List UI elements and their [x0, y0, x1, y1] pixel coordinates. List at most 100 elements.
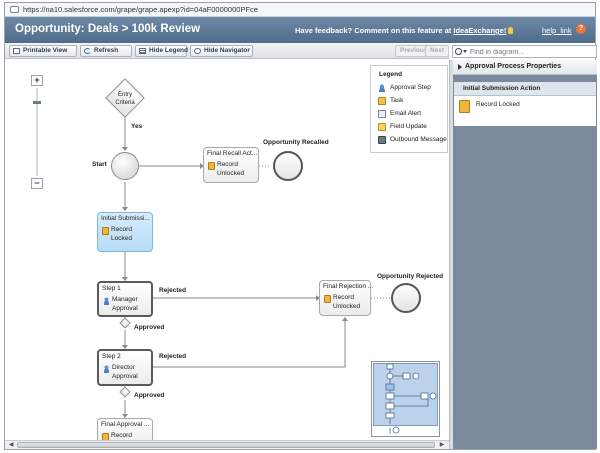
section-title: Initial Submission Action	[463, 85, 541, 92]
node-title: Step 2	[102, 353, 121, 360]
hide-legend-button[interactable]: Hide Legend	[135, 45, 189, 57]
diagram-search[interactable]	[452, 45, 597, 58]
legend-icon	[139, 48, 146, 54]
properties-header[interactable]: Approval Process Properties	[453, 60, 597, 75]
person-icon	[378, 84, 386, 92]
legend-panel: Legend Approval Step Task Email Alert Fi…	[370, 65, 448, 153]
node-action: Record Unlocked	[333, 294, 361, 310]
rejected-label-1: Rejected	[159, 287, 187, 294]
diagram-canvas[interactable]: + − Entry Criteria Yes Start Final Recal…	[5, 60, 449, 440]
lock-icon	[102, 227, 109, 235]
legend-item: Approval Step	[378, 84, 431, 92]
node-title: Final Recall Act...	[207, 150, 258, 157]
chevron-down-icon[interactable]	[463, 50, 467, 53]
refresh-label: Refresh	[94, 47, 119, 54]
next-button[interactable]: Next	[425, 45, 450, 57]
panel-splitter[interactable]	[449, 60, 453, 449]
zoom-control: + −	[31, 75, 43, 191]
scroll-right-icon[interactable]: ▶	[439, 442, 445, 448]
node-action: Record Locked	[111, 226, 132, 242]
task-icon	[378, 97, 386, 105]
approved-label-2: Approved	[134, 392, 165, 399]
lock-icon	[459, 100, 470, 113]
person-icon	[103, 365, 110, 373]
title-bar: Opportunity: Deals > 100k Review Have fe…	[5, 17, 595, 43]
url-text[interactable]: https://na10.salesforce.com/grape/grape.…	[23, 5, 258, 14]
node-action: Director Approval	[112, 364, 138, 380]
legend-item-label: Approval Step	[390, 84, 431, 91]
zoom-slider-track[interactable]	[36, 88, 38, 176]
legend-item-label: Field Update	[390, 123, 427, 130]
action-item-label: Record Locked	[476, 101, 520, 108]
start-label: Start	[92, 161, 107, 168]
lock-icon	[208, 162, 215, 170]
help-link[interactable]: help_link	[542, 26, 572, 35]
zoom-slider-handle[interactable]	[33, 100, 41, 104]
legend-item-label: Email Alert	[390, 110, 422, 117]
properties-title: Approval Process Properties	[465, 63, 562, 70]
approved-label-1: Approved	[134, 324, 165, 331]
legend-item-label: Task	[390, 97, 404, 104]
rejected-label-2: Rejected	[159, 353, 187, 360]
legend-title: Legend	[379, 71, 403, 78]
printable-view-button[interactable]: Printable View	[9, 45, 77, 57]
step-2-node[interactable]: Step 2 Director Approval	[97, 349, 153, 386]
help-icon[interactable]: ?	[576, 24, 586, 34]
lock-icon	[102, 433, 109, 440]
opportunity-rejected-label: Opportunity Rejected	[377, 273, 444, 280]
node-title: Final Rejection ...	[323, 283, 374, 290]
search-input[interactable]	[470, 47, 594, 57]
section-body: Record Locked	[454, 96, 596, 126]
navigator-panel[interactable]	[371, 361, 440, 437]
outbound-message-icon	[378, 136, 386, 144]
ideaexchange-link[interactable]: IdeaExchange!	[453, 26, 507, 35]
person-icon	[103, 297, 110, 305]
scrollbar-thumb[interactable]	[17, 442, 435, 448]
printer-icon	[13, 48, 20, 54]
lock-icon	[324, 295, 331, 303]
node-title: Initial Submissi...	[101, 215, 150, 222]
legend-item: Task	[378, 97, 404, 105]
rejected-end-node[interactable]	[391, 283, 421, 313]
initial-submission-node[interactable]: Initial Submissi... Record Locked	[97, 212, 153, 252]
hide-navigator-button[interactable]: Hide Navigator	[190, 45, 253, 57]
start-node[interactable]	[111, 152, 139, 180]
final-rejection-node[interactable]: Final Rejection ... Record Unlocked	[319, 280, 374, 316]
page-title: Opportunity: Deals > 100k Review	[15, 23, 201, 35]
legend-item-label: Outbound Message	[390, 136, 447, 143]
legend-item: Email Alert	[378, 110, 422, 118]
node-title: Step 1	[102, 285, 121, 292]
final-recall-actions-node[interactable]: Final Recall Act... Record Unlocked	[203, 147, 259, 183]
search-icon	[455, 48, 462, 55]
feedback-text: Have feedback? Comment on this feature a…	[295, 26, 514, 35]
hide-legend-label: Hide Legend	[149, 47, 189, 54]
navigator-icon	[194, 48, 201, 54]
section-header: Initial Submission Action	[454, 82, 596, 96]
navigator-minimap	[385, 363, 437, 434]
field-update-icon	[378, 123, 386, 131]
final-approval-node[interactable]: Final Approval ... Record	[97, 418, 153, 440]
node-action: Manager Approval	[112, 296, 138, 312]
browser-window: https://na10.salesforce.com/grape/grape.…	[4, 2, 597, 450]
opportunity-recalled-label: Opportunity Recalled	[263, 139, 329, 146]
email-icon	[378, 110, 386, 118]
printable-view-label: Printable View	[23, 47, 68, 54]
zoom-in-button[interactable]: +	[31, 75, 43, 86]
step-1-node[interactable]: Step 1 Manager Approval	[97, 281, 153, 317]
horizontal-scrollbar[interactable]: ◀ ▶	[5, 440, 449, 449]
refresh-button[interactable]: Refresh	[80, 45, 132, 57]
page-icon	[10, 6, 19, 13]
zoom-out-button[interactable]: −	[31, 178, 43, 189]
legend-item: Outbound Message	[378, 136, 447, 144]
recalled-end-node[interactable]	[273, 151, 303, 181]
expand-triangle-icon[interactable]	[458, 64, 462, 70]
lightbulb-icon	[508, 27, 514, 34]
yes-label: Yes	[131, 123, 143, 130]
legend-item: Field Update	[378, 123, 427, 131]
refresh-icon	[84, 48, 91, 54]
toolbar: Printable View Refresh Hide Legend Hide …	[5, 43, 450, 59]
hide-navigator-label: Hide Navigator	[204, 47, 250, 54]
address-bar[interactable]: https://na10.salesforce.com/grape/grape.…	[5, 3, 595, 17]
scroll-left-icon[interactable]: ◀	[8, 442, 14, 448]
node-title: Final Approval ...	[101, 421, 150, 428]
